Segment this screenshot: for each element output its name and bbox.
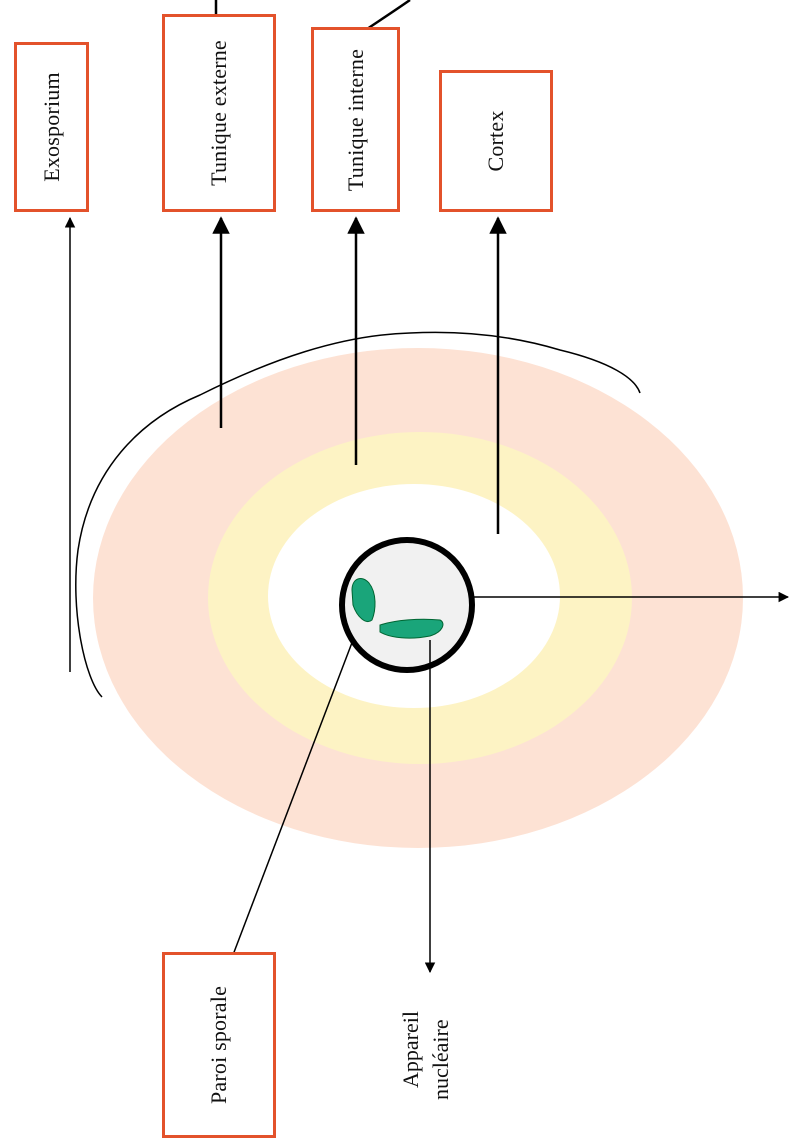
nucleus-blob-2 (379, 618, 444, 639)
appareil-nucleaire-line1: Appareil (398, 1011, 423, 1088)
tunique-interne-box: Tunique interne (311, 27, 400, 212)
paroi-sporale-label: Paroi sporale (206, 985, 231, 1105)
tunique-externe-label: Tunique externe (206, 40, 231, 186)
appareil-nucleaire-label: Appareil nucléaire (398, 992, 468, 1112)
tunique-externe-box: Tunique externe (162, 14, 276, 212)
exosporium-label: Exosporium (38, 72, 64, 182)
exosporium-box: Exosporium (14, 42, 89, 212)
cortex-box: Cortex (439, 70, 553, 212)
paroi-sporale-box: Paroi sporale (162, 952, 276, 1138)
spore-core (339, 537, 475, 673)
cortex-label: Cortex (483, 110, 508, 172)
tunique-interne-label: Tunique interne (342, 48, 368, 191)
nucleus-blob-1 (351, 578, 376, 622)
paroi-sporale-arrow (226, 639, 354, 969)
exosporium-outline (75, 331, 641, 698)
appareil-nucleaire-line2: nucléaire (428, 1019, 453, 1100)
